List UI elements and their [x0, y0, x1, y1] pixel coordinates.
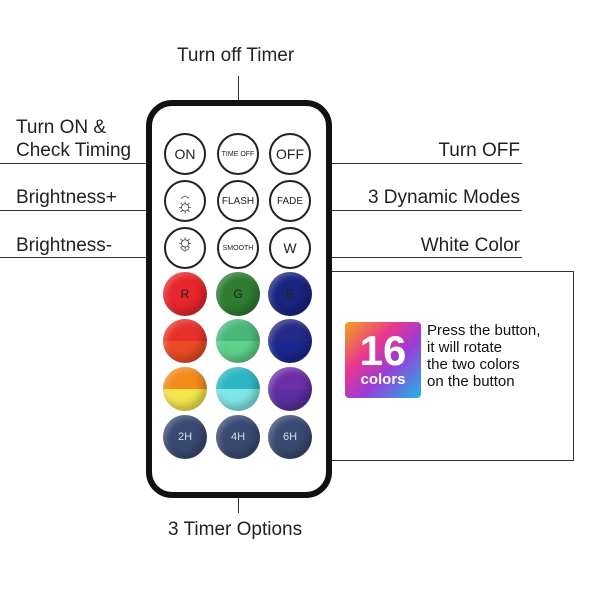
rotate-colors-note: Press the button, it will rotate the two…	[427, 322, 567, 390]
color-button[interactable]	[268, 319, 312, 363]
badge-number: 16	[359, 327, 407, 374]
color-button-label: R	[180, 287, 190, 301]
timer-button[interactable]: 4H	[216, 415, 260, 459]
chevron-down-icon: ﹀	[180, 248, 190, 258]
fade-button[interactable]: FADE	[269, 180, 311, 222]
time-off-button[interactable]: TIME OFF	[217, 133, 259, 175]
chevron-up-icon: ︿	[180, 190, 190, 200]
smooth-button-label: SMOOTH	[222, 244, 254, 252]
label-turn-on-line1: Turn ON &	[16, 117, 107, 138]
color-button-label: 2H	[177, 431, 193, 443]
white-button[interactable]: W	[269, 227, 311, 269]
brightness-down-button[interactable]: ☼ ﹀	[164, 227, 206, 269]
color-button-label: B	[285, 287, 294, 301]
time-off-button-label: TIME OFF	[221, 150, 255, 158]
leader-white-color	[310, 257, 522, 258]
leader-brightness-minus	[0, 257, 163, 258]
sun-icon: ☼	[175, 195, 195, 217]
leader-top-vertical	[238, 76, 239, 102]
label-dynamic-modes: 3 Dynamic Modes	[367, 187, 520, 208]
bracket-bottom	[155, 460, 574, 461]
color-button[interactable]: B	[268, 272, 312, 316]
note-line: it will rotate	[427, 339, 503, 356]
timer-bracket-stem	[238, 483, 239, 513]
label-brightness-minus: Brightness-	[16, 235, 113, 256]
timer-button[interactable]: 2H	[163, 415, 207, 459]
sun-icon: ☼	[175, 231, 195, 253]
color-button[interactable]	[216, 367, 260, 411]
color-button-label: G	[233, 287, 243, 301]
note-line: on the button	[427, 373, 515, 390]
label-turn-off: Turn OFF	[438, 140, 520, 161]
leader-turn-off	[310, 163, 522, 164]
label-turn-on-line2: Check Timing	[16, 140, 132, 161]
flash-button[interactable]: FLASH	[217, 180, 259, 222]
flash-button-label: FLASH	[221, 195, 255, 207]
fade-button-label: FADE	[276, 195, 304, 207]
label-timer-options: 3 Timer Options	[168, 519, 303, 540]
note-line: the two colors	[427, 356, 520, 373]
leader-brightness-plus	[0, 210, 163, 211]
off-button[interactable]: OFF	[269, 133, 311, 175]
color-button[interactable]	[163, 319, 207, 363]
color-button[interactable]	[163, 367, 207, 411]
note-line: Press the button,	[427, 322, 541, 339]
off-button-label: OFF	[276, 146, 304, 162]
color-button[interactable]	[216, 319, 260, 363]
label-turn-off-timer: Turn off Timer	[177, 45, 295, 66]
bracket-top	[155, 271, 574, 272]
leader-turn-on	[0, 163, 163, 164]
color-button[interactable]	[268, 367, 312, 411]
color-button-label: 4H	[230, 431, 246, 443]
white-button-label: W	[283, 240, 297, 256]
bracket-right	[573, 271, 574, 461]
on-button-label: ON	[174, 146, 196, 162]
timer-button[interactable]: 6H	[268, 415, 312, 459]
badge-word: colors	[360, 371, 406, 388]
leader-dynamic-modes	[310, 210, 522, 211]
color-button[interactable]: R	[163, 272, 207, 316]
brightness-up-button[interactable]: ︿ ☼	[164, 180, 206, 222]
color-button[interactable]: G	[216, 272, 260, 316]
label-brightness-plus: Brightness+	[16, 187, 117, 208]
on-button[interactable]: ON	[164, 133, 206, 175]
color-button-label: 6H	[282, 431, 298, 443]
label-white-color: White Color	[420, 235, 520, 256]
smooth-button[interactable]: SMOOTH	[217, 227, 259, 269]
sixteen-colors-badge: 16 colors	[345, 322, 421, 398]
